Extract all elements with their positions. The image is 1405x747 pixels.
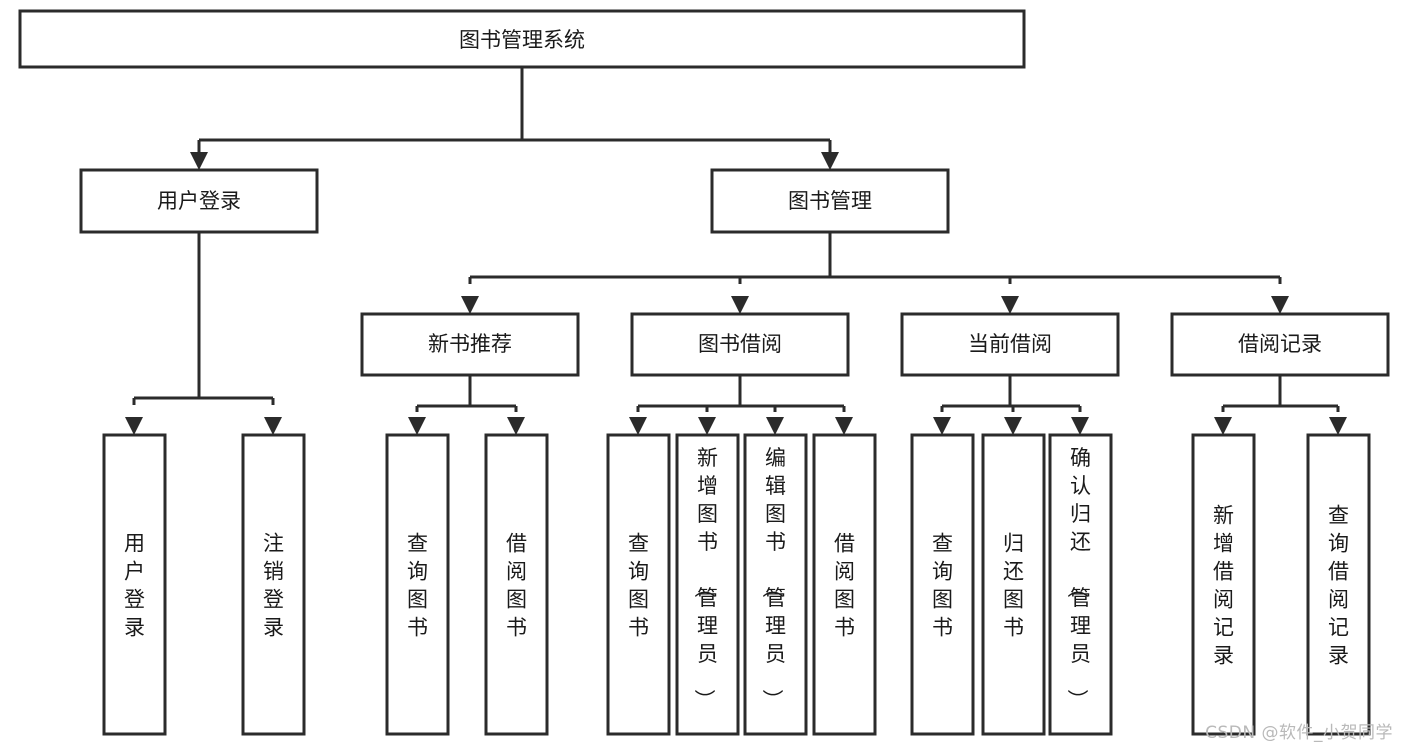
arrow-icon: [1004, 417, 1022, 435]
arrow-icon: [190, 152, 208, 170]
leaf-node[interactable]: 新增借阅记录: [1191, 433, 1256, 736]
leaf-node[interactable]: 查询图书: [385, 433, 450, 736]
leaf-node-box[interactable]: [385, 433, 450, 736]
leaf-node-label: 查询图书: [407, 532, 428, 640]
connectors-borrow-record-to-leaves: [1214, 375, 1347, 435]
leaf-node-label: 新增图书（管理员）: [692, 446, 718, 710]
arrow-icon: [461, 296, 479, 314]
connectors-new-book-rec-to-leaves: [408, 375, 525, 435]
node-book-management-label: 图书管理: [788, 189, 872, 213]
node-current-borrowing-label: 当前借阅: [968, 332, 1052, 356]
leaf-node-box[interactable]: [675, 433, 740, 736]
leaf-node[interactable]: 借阅图书: [484, 433, 549, 736]
node-borrowing-record[interactable]: 借阅记录: [1170, 312, 1390, 377]
node-borrowing-record-box[interactable]: [1170, 312, 1390, 377]
leaf-node-label: 查询图书: [628, 532, 649, 640]
leaf-node-box[interactable]: [102, 433, 167, 736]
arrow-icon: [1071, 417, 1089, 435]
leaf-node[interactable]: 查询图书: [910, 433, 975, 736]
leaf-node-box[interactable]: [981, 433, 1046, 736]
arrow-icon: [731, 296, 749, 314]
leaf-node-box[interactable]: [606, 433, 671, 736]
leaf-node-box[interactable]: [1048, 433, 1113, 736]
node-book-borrowing-box[interactable]: [630, 312, 850, 377]
connectors-book-mgmt-to-level3: [461, 232, 1289, 314]
connectors-root-to-level2: [190, 67, 839, 170]
leaf-node[interactable]: 归还图书: [981, 433, 1046, 736]
node-book-borrowing[interactable]: 图书借阅: [630, 312, 850, 377]
leaf-node[interactable]: 借阅图书: [812, 433, 877, 736]
leaf-node[interactable]: 编辑图书（管理员）: [743, 433, 808, 736]
connectors-user-login-to-leaves: [125, 232, 282, 435]
leaf-node-box[interactable]: [910, 433, 975, 736]
arrow-icon: [835, 417, 853, 435]
arrow-icon: [698, 417, 716, 435]
leaf-node-label: 新增借阅记录: [1213, 504, 1234, 668]
leaf-node-box[interactable]: [743, 433, 808, 736]
node-root-label: 图书管理系统: [459, 28, 585, 52]
leaf-node[interactable]: 用户登录: [102, 433, 167, 736]
leaf-node[interactable]: 新增图书（管理员）: [675, 433, 740, 736]
leaf-node-box[interactable]: [484, 433, 549, 736]
connectors-book-borrow-to-leaves: [629, 375, 853, 435]
leaf-node-box[interactable]: [241, 433, 306, 736]
leaf-node[interactable]: 注销登录: [241, 433, 306, 736]
node-book-borrowing-label: 图书借阅: [698, 332, 782, 356]
node-user-login[interactable]: 用户登录: [79, 168, 319, 234]
leaf-node[interactable]: 确认归还（管理员）: [1048, 433, 1113, 736]
arrow-icon: [125, 417, 143, 435]
leaf-node-label: 注销登录: [263, 532, 284, 640]
leaf-node-box[interactable]: [1306, 433, 1371, 736]
leaf-node-label: 借阅图书: [834, 532, 855, 640]
leaf-node[interactable]: 查询借阅记录: [1306, 433, 1371, 736]
arrow-icon: [408, 417, 426, 435]
node-current-borrowing[interactable]: 当前借阅: [900, 312, 1120, 377]
leaf-node-label: 查询图书: [932, 532, 953, 640]
leaf-node-box[interactable]: [1191, 433, 1256, 736]
leaf-node-label: 归还图书: [1003, 532, 1024, 640]
node-user-login-box[interactable]: [79, 168, 319, 234]
arrow-icon: [933, 417, 951, 435]
arrow-icon: [507, 417, 525, 435]
node-root-book-management-system[interactable]: 图书管理系统: [18, 9, 1026, 69]
arrow-icon: [1214, 417, 1232, 435]
leaf-node-layer: 用户登录 注销登录 查询图书 借阅图书 查询图书 新增图书（管理员） 编辑图书（管理员） 借阅…: [102, 433, 1371, 736]
arrow-icon: [821, 152, 839, 170]
watermark-text: CSDN @软件_小贺同学: [1205, 723, 1393, 743]
arrow-icon: [629, 417, 647, 435]
node-root-box[interactable]: [18, 9, 1026, 69]
node-user-login-label: 用户登录: [157, 189, 241, 213]
node-new-book-recommendation-box[interactable]: [360, 312, 580, 377]
arrow-icon: [264, 417, 282, 435]
arrow-icon: [766, 417, 784, 435]
arrow-icon: [1329, 417, 1347, 435]
leaf-node-label: 编辑图书（管理员）: [760, 446, 786, 710]
node-borrowing-record-label: 借阅记录: [1238, 332, 1322, 356]
node-new-book-recommendation[interactable]: 新书推荐: [360, 312, 580, 377]
leaf-node-label: 借阅图书: [506, 532, 527, 640]
node-new-book-recommendation-label: 新书推荐: [428, 332, 512, 356]
leaf-node-label: 确认归还（管理员）: [1065, 446, 1091, 710]
leaf-node-label: 用户登录: [124, 532, 145, 640]
arrow-icon: [1271, 296, 1289, 314]
node-book-management[interactable]: 图书管理: [710, 168, 950, 234]
arrow-icon: [1001, 296, 1019, 314]
leaf-node-label: 查询借阅记录: [1328, 504, 1349, 668]
connectors-current-borrow-to-leaves: [933, 375, 1089, 435]
node-current-borrowing-box[interactable]: [900, 312, 1120, 377]
leaf-node-box[interactable]: [812, 433, 877, 736]
node-book-management-box[interactable]: [710, 168, 950, 234]
leaf-node[interactable]: 查询图书: [606, 433, 671, 736]
